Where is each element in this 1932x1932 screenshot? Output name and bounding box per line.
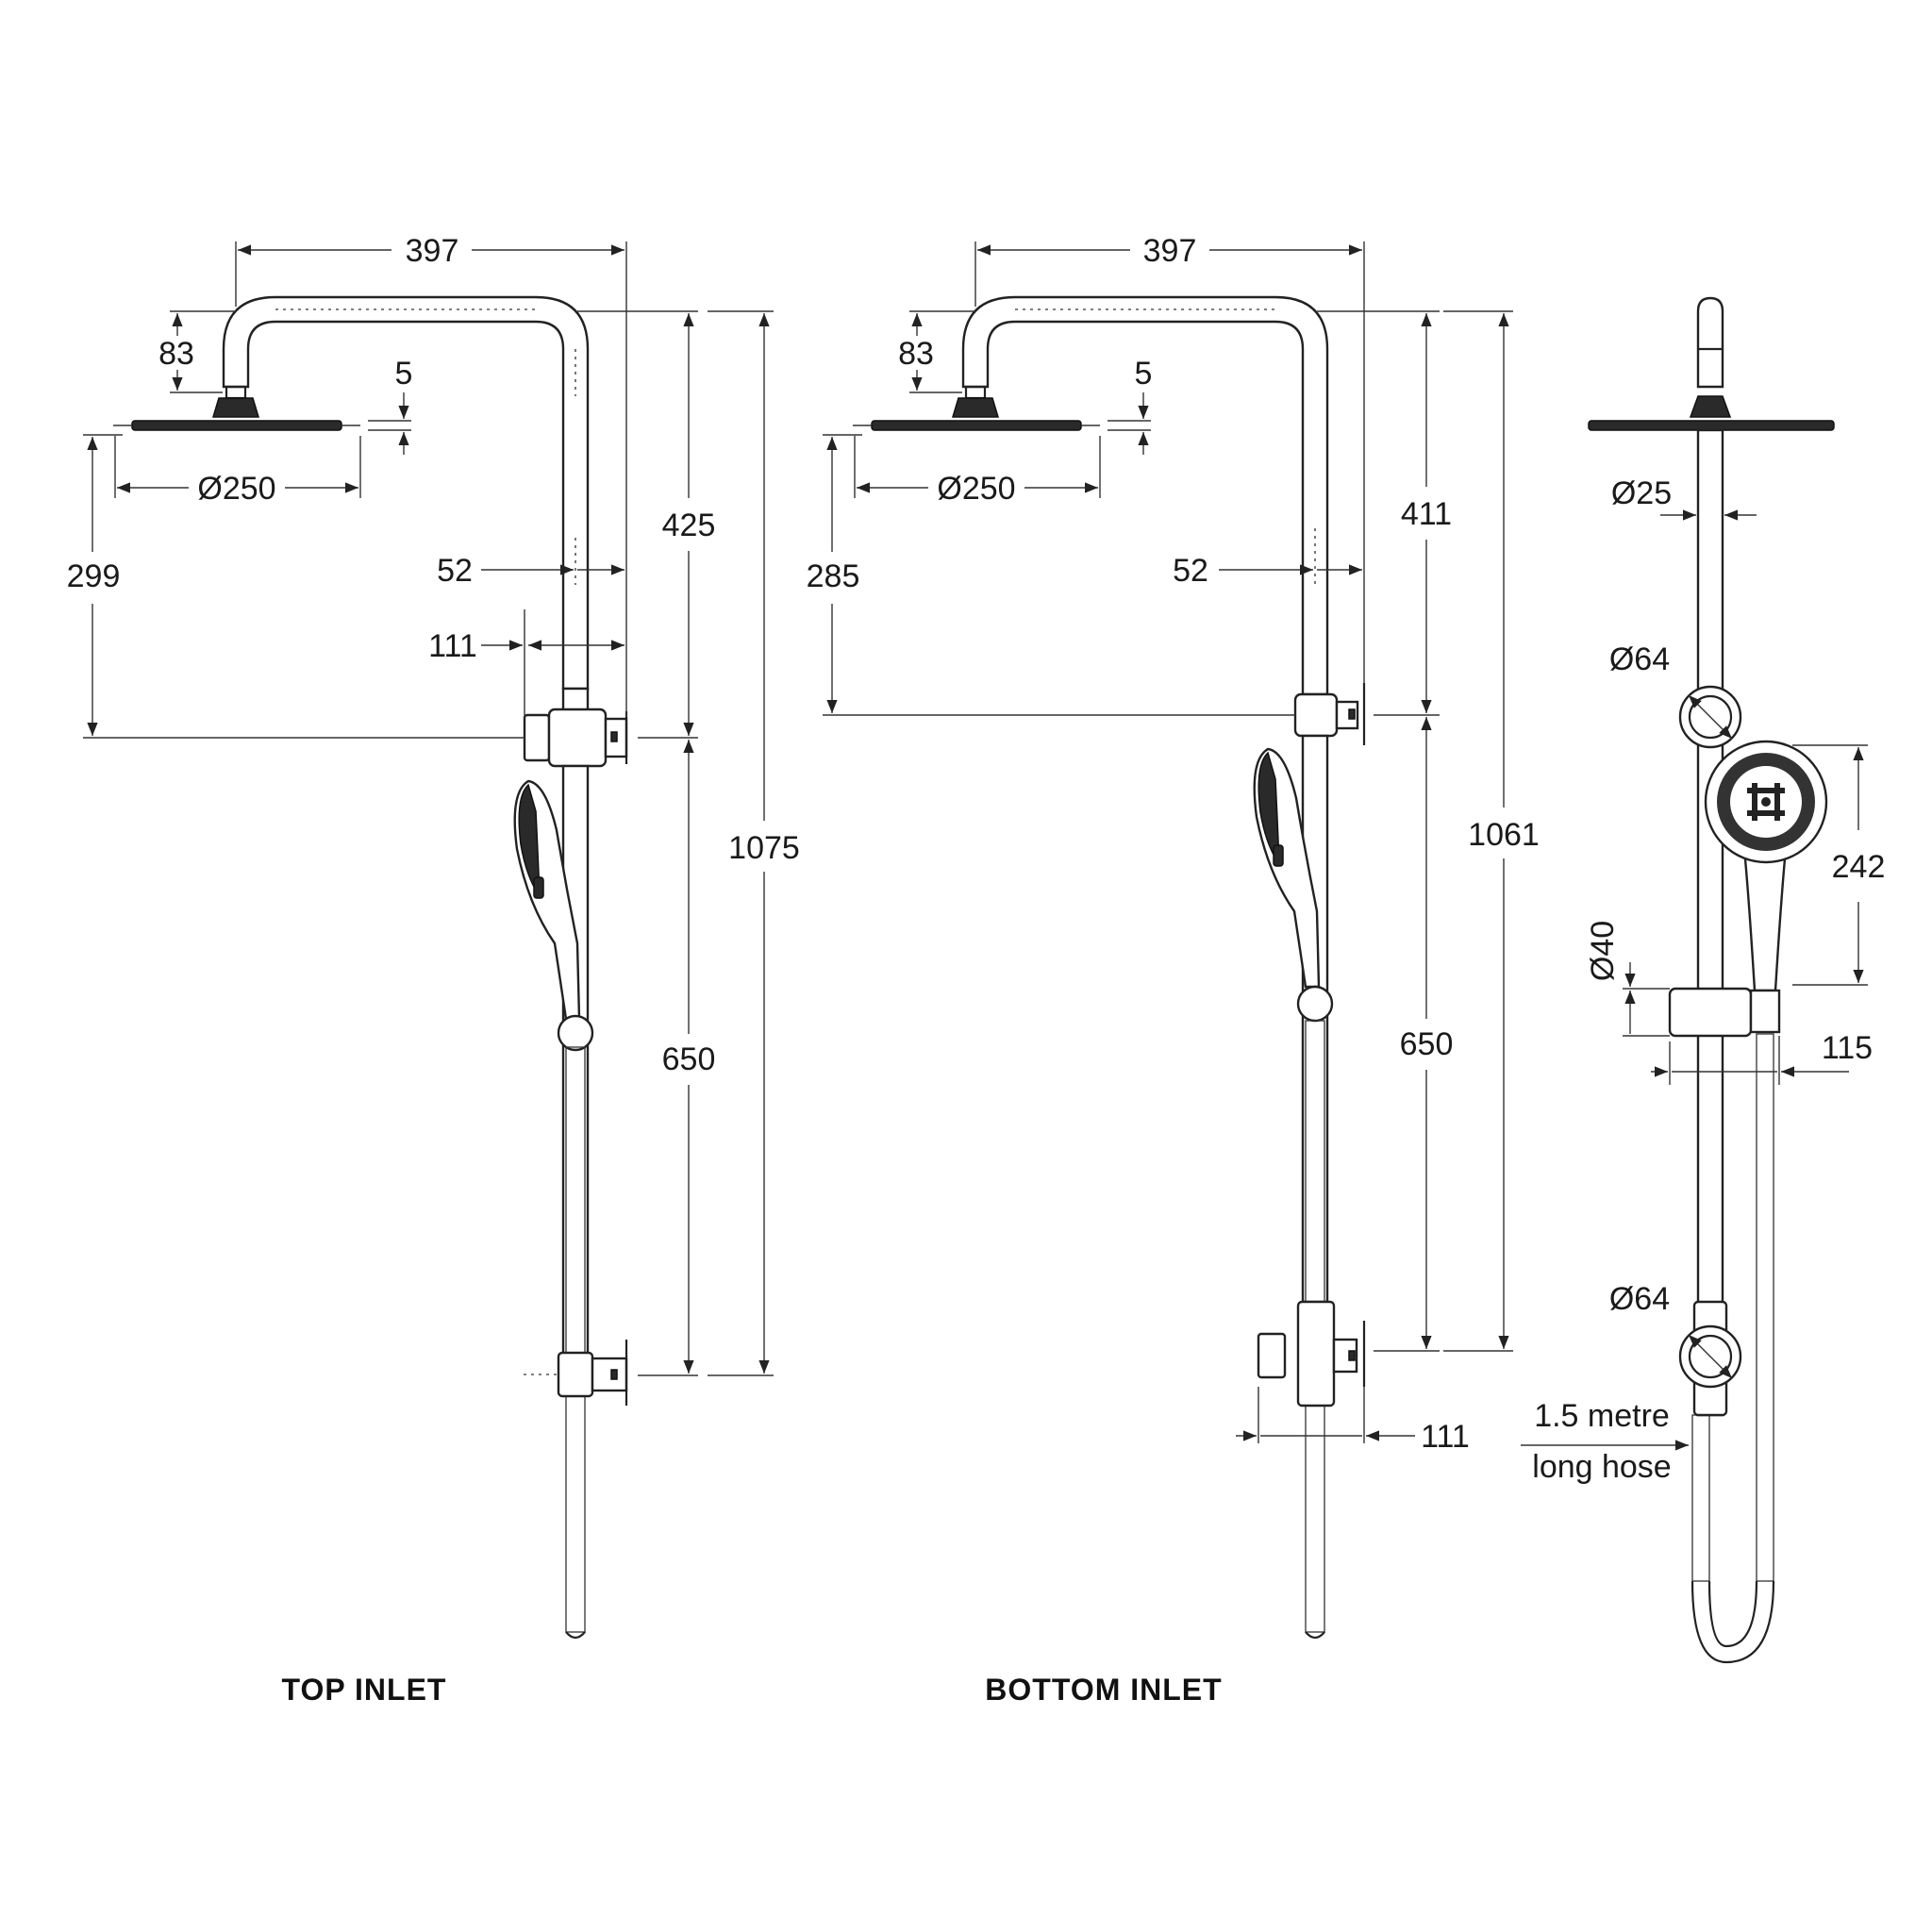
dim-upper-rail: 411 bbox=[1401, 496, 1452, 532]
dim-slider-diameter: Ø40 bbox=[1585, 921, 1621, 981]
top-inlet-dimensions: 397 83 5 Ø250 299 bbox=[67, 233, 800, 1376]
hose-note-line2: long hose bbox=[1532, 1449, 1671, 1485]
dim-bracket-offset: 111 bbox=[428, 628, 477, 664]
top-inlet-head-mount bbox=[211, 397, 260, 418]
top-inlet-rain-head bbox=[131, 420, 342, 431]
top-inlet-hose bbox=[565, 1046, 586, 1633]
dim-handset-projection: 115 bbox=[1822, 1030, 1873, 1066]
bottom-inlet-caption: BOTTOM INLET bbox=[985, 1673, 1222, 1707]
side-rail bbox=[1696, 428, 1724, 1417]
side-view: Ø25 Ø64 242 Ø40 115 Ø64 bbox=[1521, 296, 1885, 1664]
dim-arm-rise: 83 bbox=[158, 336, 194, 372]
side-dimensions: Ø25 Ø64 242 Ø40 115 Ø64 bbox=[1521, 475, 1885, 1485]
dim-head-to-bracket: 299 bbox=[67, 558, 121, 594]
dim-overall-height: 1061 bbox=[1468, 817, 1540, 853]
dim-pipe-offset: 52 bbox=[1173, 553, 1208, 589]
bottom-inlet-dimensions: 397 83 5 Ø250 285 bbox=[807, 233, 1540, 1455]
top-inlet-shower-arm bbox=[222, 295, 590, 691]
dim-lower-rail: 650 bbox=[662, 1041, 716, 1077]
dim-lower-rail: 650 bbox=[1400, 1026, 1454, 1062]
bottom-inlet-view: 397 83 5 Ø250 285 bbox=[807, 233, 1540, 1707]
dim-upper-flange-diameter: Ø64 bbox=[1609, 641, 1670, 677]
bottom-inlet-rain-head bbox=[871, 420, 1082, 431]
side-hand-shower bbox=[1704, 740, 1828, 992]
bottom-inlet-arm-nut bbox=[964, 385, 987, 400]
dim-lower-flange-diameter: Ø64 bbox=[1609, 1281, 1670, 1317]
dim-overall-height: 1075 bbox=[728, 830, 800, 866]
side-hose bbox=[1756, 1033, 1774, 1582]
dim-bracket-offset: 111 bbox=[1421, 1419, 1470, 1455]
top-inlet-caption: TOP INLET bbox=[282, 1673, 447, 1707]
top-inlet-hand-shower bbox=[513, 779, 594, 1052]
dim-arm-rise: 83 bbox=[898, 336, 934, 372]
dim-arm-width: 397 bbox=[1143, 233, 1197, 269]
dim-head-thickness: 5 bbox=[395, 356, 413, 391]
top-inlet-wall-bracket bbox=[524, 1340, 628, 1406]
dim-arm-width: 397 bbox=[406, 233, 459, 269]
dim-head-diameter: Ø250 bbox=[197, 471, 275, 507]
top-inlet-lower-rail bbox=[561, 764, 590, 1372]
dim-handset-length: 242 bbox=[1832, 849, 1886, 885]
bottom-inlet-shower-arm bbox=[961, 295, 1329, 696]
side-head-mount bbox=[1689, 395, 1732, 418]
top-inlet-diverter-bracket bbox=[523, 708, 628, 768]
dim-head-diameter: Ø250 bbox=[937, 471, 1015, 507]
top-inlet-view: 397 83 5 Ø250 299 bbox=[67, 233, 800, 1707]
bottom-inlet-head-mount bbox=[951, 397, 1000, 418]
side-slider bbox=[1668, 987, 1753, 1038]
top-inlet-arm-nut bbox=[225, 385, 247, 400]
dim-upper-rail: 425 bbox=[662, 508, 716, 543]
side-rain-head bbox=[1588, 420, 1835, 431]
dim-head-thickness: 5 bbox=[1135, 356, 1153, 391]
side-handset-cradle bbox=[1749, 989, 1781, 1034]
dim-head-to-bracket: 285 bbox=[807, 558, 860, 594]
dim-pipe-offset: 52 bbox=[437, 553, 473, 589]
hose-note-line1: 1.5 metre bbox=[1534, 1398, 1670, 1434]
bottom-inlet-hand-shower bbox=[1253, 747, 1334, 1023]
dim-rail-diameter: Ø25 bbox=[1611, 475, 1672, 511]
bottom-inlet-diverter-bracket bbox=[1257, 1300, 1366, 1407]
side-arm-cap bbox=[1696, 296, 1724, 389]
